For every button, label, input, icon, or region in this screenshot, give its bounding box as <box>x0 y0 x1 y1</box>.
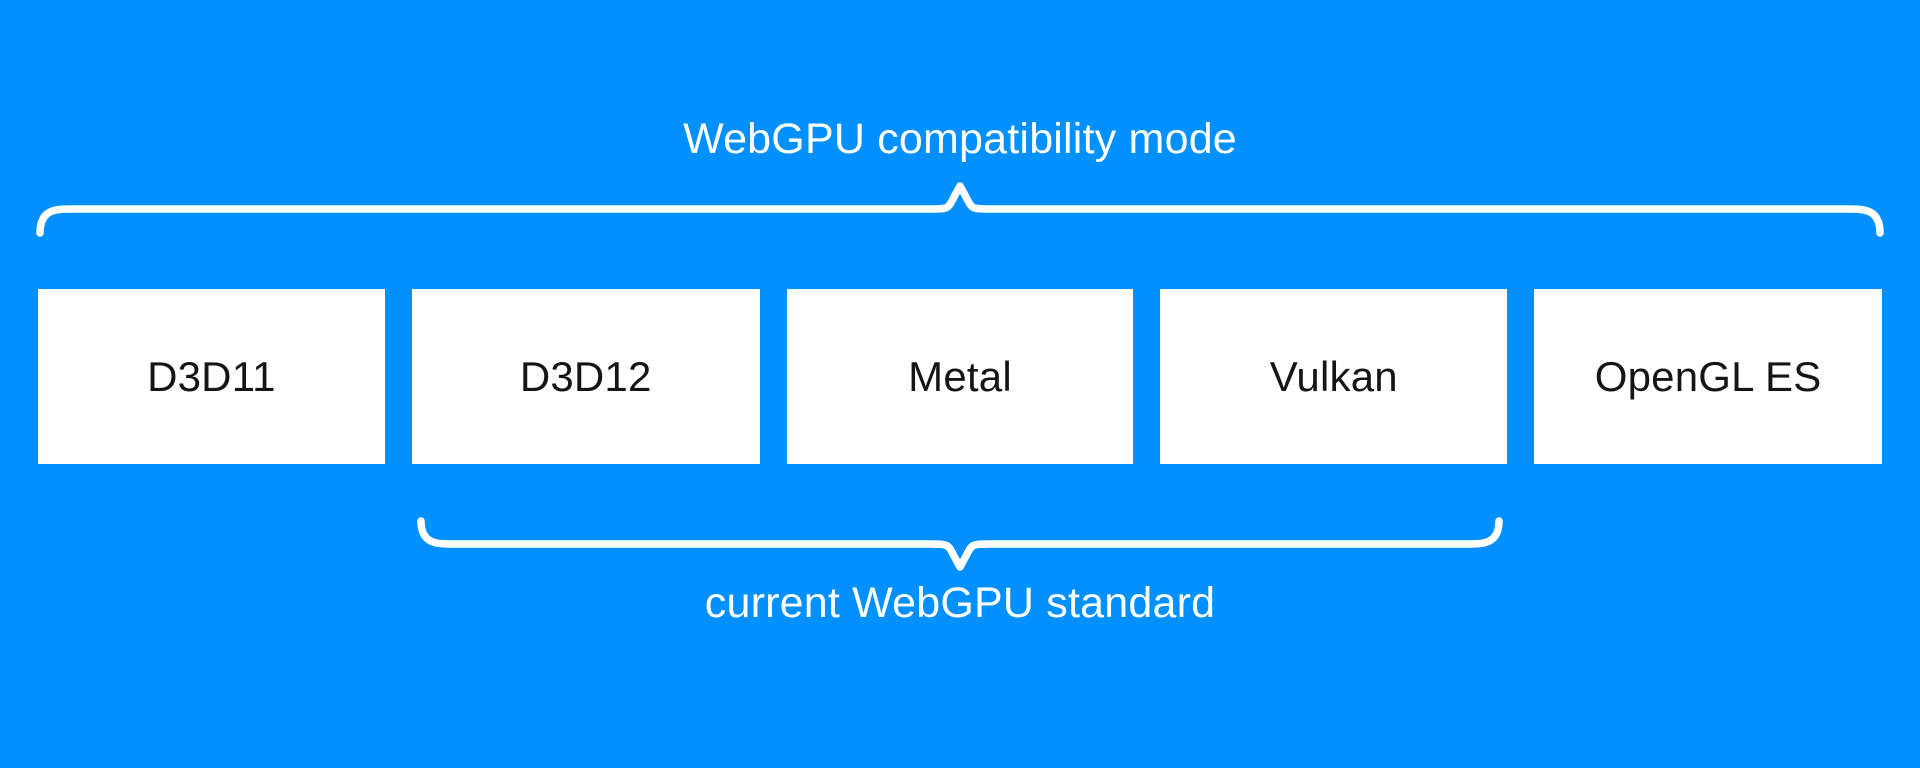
api-box-label: OpenGL ES <box>1594 352 1822 400</box>
api-box-vulkan[interactable]: Vulkan <box>1160 289 1508 464</box>
bottom-brace-label: current WebGPU standard <box>704 579 1216 627</box>
top-curly-brace <box>36 182 1884 237</box>
top-brace-label: WebGPU compatibility mode <box>683 115 1237 163</box>
api-box-d3d11[interactable]: D3D11 <box>38 289 385 464</box>
api-box-label: Vulkan <box>1269 352 1398 400</box>
bottom-curly-brace <box>417 517 1503 571</box>
api-box-d3d12[interactable]: D3D12 <box>411 289 760 464</box>
api-box-row: D3D11 D3D12 Metal Vulkan OpenGL ES <box>38 289 1882 464</box>
api-box-label: D3D12 <box>519 352 652 400</box>
api-box-label: D3D11 <box>147 352 276 400</box>
api-box-metal[interactable]: Metal <box>786 289 1134 464</box>
api-box-opengl-es[interactable]: OpenGL ES <box>1534 289 1882 464</box>
api-box-label: Metal <box>908 352 1012 400</box>
